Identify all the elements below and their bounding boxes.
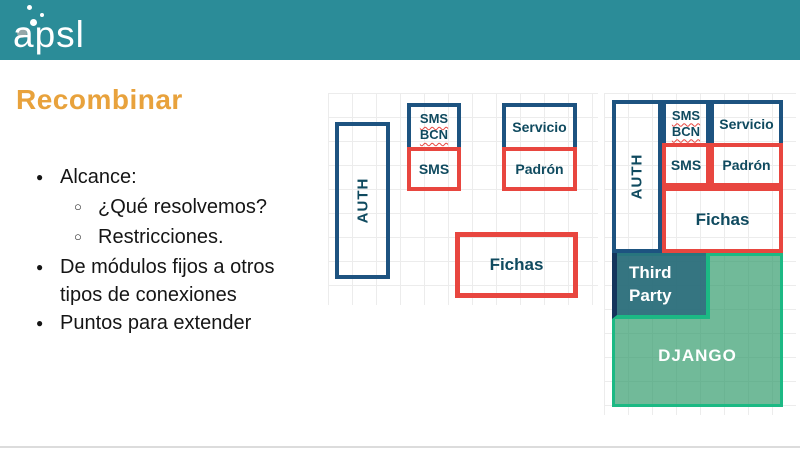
third-party-box: Third Party [612, 253, 710, 319]
bullet-icon [30, 253, 60, 309]
sms-label: SMS [670, 157, 702, 173]
django-label: DJANGO [658, 346, 737, 365]
bullet-icon [68, 223, 98, 253]
servicio-label: Servicio [719, 115, 774, 132]
sms-label: SMS [418, 161, 450, 177]
fichas-label: Fichas [695, 210, 750, 229]
list-subitem: ¿Qué resolvemos? [30, 193, 320, 223]
auth-label: AUTH [628, 153, 646, 200]
list-item-text: Puntos para extender [60, 312, 252, 334]
third-party-label-line1: Third [629, 263, 672, 282]
header-bar: apsl [0, 0, 800, 60]
logo-dot-icon [17, 28, 27, 38]
servicio-box: Servicio [710, 100, 783, 143]
servicio-box: Servicio [502, 103, 577, 147]
auth-label: AUTH [353, 177, 371, 224]
logo-dot-icon [27, 5, 32, 10]
sms-bcn-label-line1: SMS [419, 111, 449, 126]
bullet-list: Alcance: ¿Qué resolvemos? Restricciones.… [30, 163, 320, 339]
logo-dot-icon [40, 13, 44, 17]
list-subitem: Restricciones. [30, 223, 320, 253]
apsl-logo: apsl [0, 0, 140, 60]
sms-bcn-label-line2: BCN [671, 123, 701, 139]
diagram-modules-stacked: DJANGO Third Party AUTH SMS BCN Servicio… [604, 93, 796, 415]
auth-box: AUTH [335, 122, 390, 279]
logo-dot-icon [30, 19, 37, 26]
list-item-text: ¿Qué resolvemos? [98, 196, 267, 218]
list-item: De módulos fijos a otros tipos de conexi… [30, 253, 320, 309]
fichas-box: Fichas [455, 232, 578, 298]
sms-bcn-box: SMS BCN [662, 100, 710, 143]
sms-bcn-label-line1: SMS [671, 107, 701, 123]
sms-bcn-box: SMS BCN [407, 103, 461, 147]
sms-bcn-label-line2: BCN [419, 127, 449, 142]
auth-box: AUTH [612, 100, 662, 253]
bullet-icon [30, 309, 60, 339]
fichas-box: Fichas [662, 187, 783, 253]
list-item: Alcance: [30, 163, 320, 193]
logo-text: apsl [13, 14, 85, 55]
list-item-text: Alcance: [60, 166, 137, 188]
servicio-label: Servicio [512, 119, 567, 135]
padron-label: Padrón [515, 161, 564, 177]
padron-label: Padrón [722, 157, 771, 173]
third-party-label-line2: Party [629, 286, 672, 305]
fichas-label: Fichas [489, 255, 544, 274]
diagram-modules-separate: AUTH SMS BCN SMS Servicio Padrón Fichas [328, 93, 598, 305]
padron-box: Padrón [502, 147, 577, 191]
padron-box: Padrón [710, 143, 783, 187]
bullet-icon [68, 193, 98, 223]
slide-title: Recombinar [16, 84, 183, 115]
bullet-icon [30, 163, 60, 193]
slide-bottom-border [0, 446, 800, 448]
list-item-text: De módulos fijos a otros tipos de conexi… [60, 256, 275, 306]
sms-box: SMS [662, 143, 710, 187]
sms-box: SMS [407, 147, 461, 191]
list-item: Puntos para extender [30, 309, 320, 339]
list-item-text: Restricciones. [98, 226, 224, 248]
